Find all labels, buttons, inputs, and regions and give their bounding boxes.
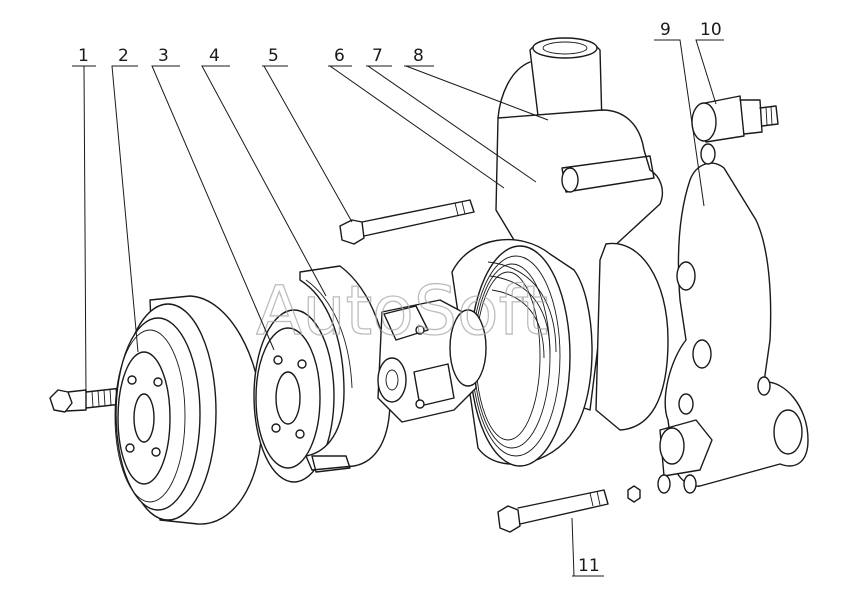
part-3-spacer-plate bbox=[253, 309, 335, 483]
part-2-pulley bbox=[114, 295, 263, 525]
callout-9: 9 bbox=[660, 20, 671, 40]
callout-5: 5 bbox=[268, 46, 279, 66]
part-10-hose-fitting bbox=[691, 95, 779, 143]
callout-4: 4 bbox=[209, 46, 220, 66]
part-5-long-bolt bbox=[339, 199, 475, 245]
callout-1: 1 bbox=[78, 46, 89, 66]
callout-3: 3 bbox=[158, 46, 169, 66]
callout-7: 7 bbox=[372, 46, 383, 66]
part-8-water-pump bbox=[377, 37, 669, 467]
callout-6: 6 bbox=[334, 46, 345, 66]
callout-labels: 1 2 3 4 5 6 7 8 9 10 11 bbox=[78, 20, 722, 576]
part-11-lower-bolt bbox=[497, 474, 671, 533]
leader-lines bbox=[72, 39, 724, 577]
callout-8: 8 bbox=[413, 46, 424, 66]
callout-2: 2 bbox=[118, 46, 129, 66]
callout-11: 11 bbox=[578, 556, 600, 576]
callout-10: 10 bbox=[700, 20, 722, 40]
part-9-gasket bbox=[659, 143, 809, 494]
autosoft-watermark: AutoSoft bbox=[256, 272, 548, 351]
